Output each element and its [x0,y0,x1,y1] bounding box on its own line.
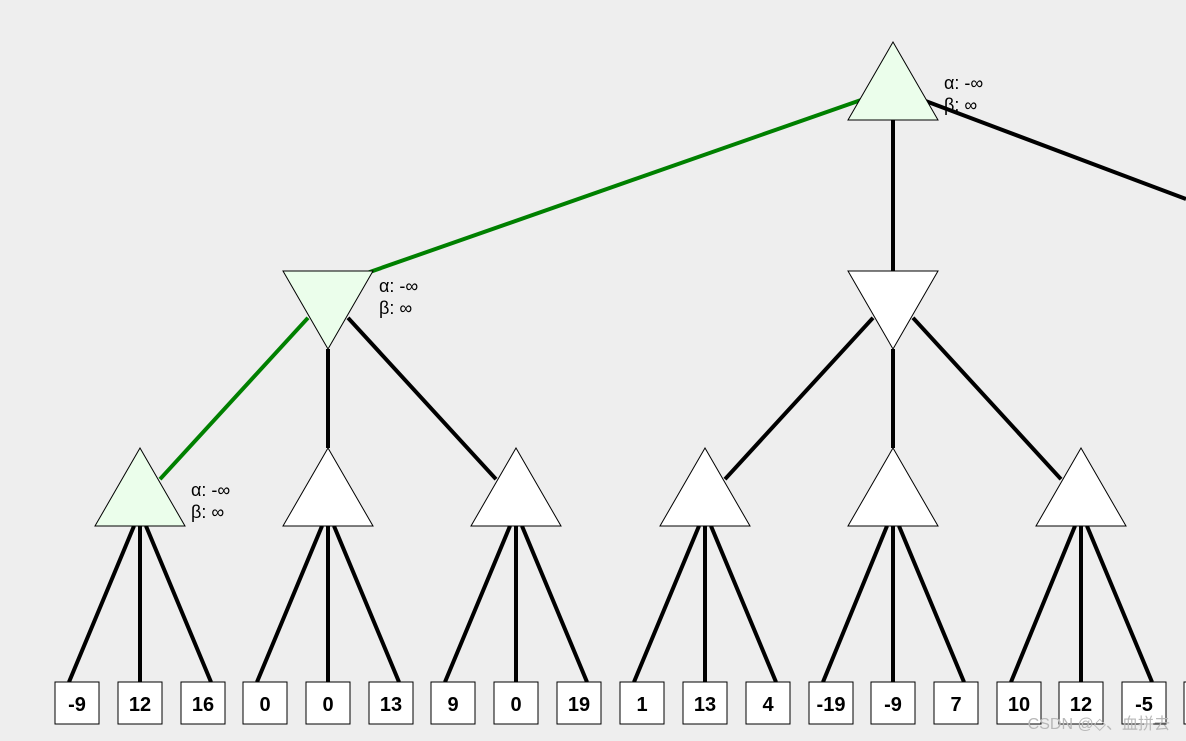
leaf-box-11 [682,681,728,725]
leaf-value-8: 0 [510,694,521,716]
leaf-values: -9 12 16 0 0 13 9 0 19 1 13 4 -19 -9 7 10 12 -5 [54,681,1186,725]
leaf-box-7 [430,681,476,725]
tree-nodes [94,40,1127,527]
leaf-box-14 [870,681,916,725]
leaf-value-5: 0 [322,694,333,716]
leaf-value-6: 13 [380,694,402,716]
leaf-value-10: 1 [636,694,647,716]
edge-max2-leaf6 [332,525,401,683]
edge-max4-leaf12 [709,525,778,683]
max-node-1-label-beta: β: ∞ [191,502,224,522]
leaf-box-3 [180,681,226,725]
leaf-box-18 [1121,681,1167,725]
max-node-1 [94,446,186,527]
leaf-box-8 [493,681,539,725]
root-label-beta: β: ∞ [944,95,977,115]
edge-max4-leaf10 [632,525,701,683]
max-node-6 [1035,446,1127,527]
edge-max2-leaf4 [255,525,324,683]
root-label-alpha: α: -∞ [944,73,983,93]
min-node-2 [847,270,939,351]
leaf-box-6 [368,681,414,725]
min-node-1-label-alpha: α: -∞ [379,276,418,296]
leaf-box-15 [933,681,979,725]
leaf-value-1: -9 [68,694,86,716]
max-node-2 [282,446,374,527]
leaf-box-2 [117,681,163,725]
leaf-value-16: 10 [1008,694,1030,716]
leaf-box-offscreen [1183,681,1186,725]
edge-max6-leaf16 [1009,525,1077,683]
leaf-value-7: 9 [447,694,458,716]
leaf-value-15: 7 [950,694,961,716]
leaf-value-11: 13 [694,694,716,716]
alpha-beta-labels: α: -∞β: ∞α: -∞β: ∞α: -∞β: ∞ [191,73,983,522]
leaf-box-9 [556,681,602,725]
max-node-1-label-alpha: α: -∞ [191,480,230,500]
leaf-value-18: -5 [1135,694,1153,716]
edge-max1-leaf1 [67,525,136,683]
min-node-1-label-beta: β: ∞ [379,298,412,318]
tree-edges [67,86,1186,683]
edge-min1-max3 [346,316,498,481]
leaf-value-2: 12 [129,694,151,716]
edge-max1-leaf3 [144,525,213,683]
leaf-box-17 [1058,681,1104,725]
edge-min1-max1 [158,316,310,481]
edge-max5-leaf13 [821,525,889,683]
leaf-value-9: 19 [568,694,590,716]
edge-max5-leaf15 [897,525,966,683]
min-node-1 [282,270,374,351]
edge-root-offscreen [892,86,1186,201]
edge-max3-leaf7 [443,525,512,683]
leaf-value-13: -19 [817,694,846,716]
edge-max6-leaf18 [1085,525,1154,683]
root-max-node [847,40,939,121]
leaf-box-12 [745,681,791,725]
max-node-4 [659,446,751,527]
edge-min2-max4 [723,316,875,481]
leaf-box-13 [808,681,854,725]
edge-root-min1 [327,86,894,289]
leaf-value-14: -9 [884,694,902,716]
leaf-value-3: 16 [192,694,214,716]
leaf-value-17: 12 [1070,694,1092,716]
leaf-box-5 [305,681,351,725]
leaf-value-4: 0 [259,694,270,716]
leaf-box-10 [619,681,665,725]
max-node-5 [847,446,939,527]
edge-min2-max6 [911,316,1063,481]
leaf-value-12: 4 [762,694,774,716]
leaf-box-4 [242,681,288,725]
leaf-box-1 [54,681,100,725]
edge-max3-leaf9 [520,525,589,683]
leaf-box-16 [996,681,1042,725]
watermark: CSDN @◇、血拼去 [1028,715,1170,733]
max-node-3 [470,446,562,527]
